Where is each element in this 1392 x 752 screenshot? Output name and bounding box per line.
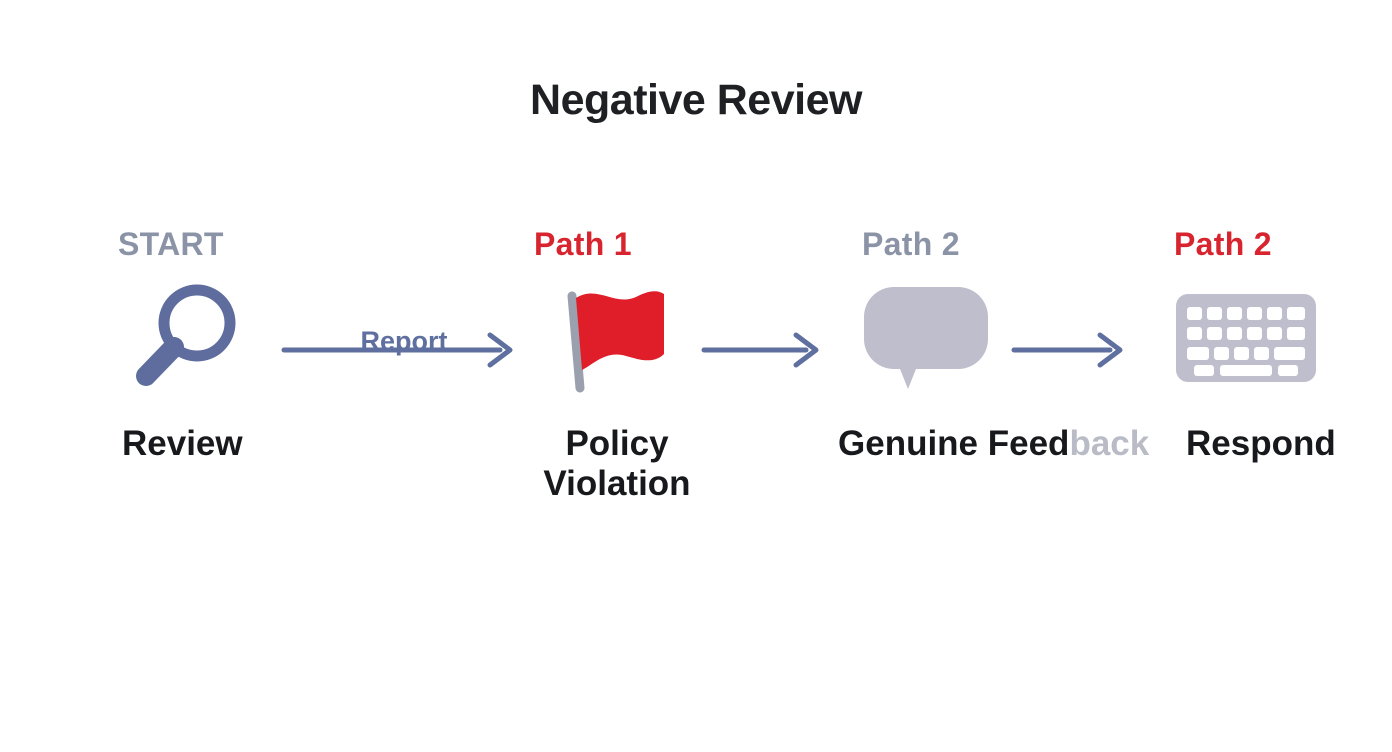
- stage-caption-review: Review: [96, 424, 306, 464]
- magnifying-glass-icon: [124, 276, 248, 405]
- icon-container-policy-violation: [512, 270, 722, 410]
- arrow-policy-violation-to-genuine-feedback: [701, 330, 828, 390]
- stage-caption-genuine-feedback: Genuine Feedback: [822, 424, 1149, 464]
- stage-label-path-1: Path 1: [534, 226, 632, 262]
- stage-label-start: START: [118, 226, 224, 262]
- icon-container-respond: [1128, 270, 1338, 410]
- flow-diagram: START Review Report Path 1: [96, 218, 1336, 558]
- flow-stage-policy-violation: Path 1 Policy Violation: [512, 218, 722, 558]
- flow-stage-genuine-feedback: Path 2 Genuine Feedback: [822, 218, 1149, 558]
- caption-text-dark: Genuine Feed: [838, 424, 1070, 463]
- stage-label-path-2-gray: Path 2: [862, 226, 960, 262]
- caption-line: Review: [122, 424, 243, 463]
- caption-text-faded: back: [1069, 424, 1150, 463]
- flow-stage-review: START Review: [96, 218, 306, 558]
- icon-container-genuine-feedback: [822, 270, 1032, 410]
- arrow-review-to-policy-violation: [281, 330, 522, 390]
- red-flag-icon: [554, 278, 674, 403]
- stage-caption-policy-violation: Policy Violation: [512, 424, 722, 504]
- caption-line: Violation: [543, 464, 691, 503]
- caption-line: Policy: [565, 424, 669, 463]
- icon-container-review: [96, 270, 306, 410]
- caption-line: Genuine Feedback: [838, 424, 1149, 464]
- arrow-genuine-feedback-to-respond: [1011, 330, 1132, 390]
- keyboard-icon: [1176, 293, 1316, 387]
- stage-caption-respond: Respond: [1128, 424, 1338, 464]
- flow-stage-respond: Path 2: [1128, 218, 1338, 558]
- caption-line: Respond: [1186, 424, 1336, 463]
- page-title: Negative Review: [530, 76, 862, 124]
- stage-label-path-2-red: Path 2: [1174, 226, 1272, 262]
- speech-bubble-icon: [864, 283, 988, 398]
